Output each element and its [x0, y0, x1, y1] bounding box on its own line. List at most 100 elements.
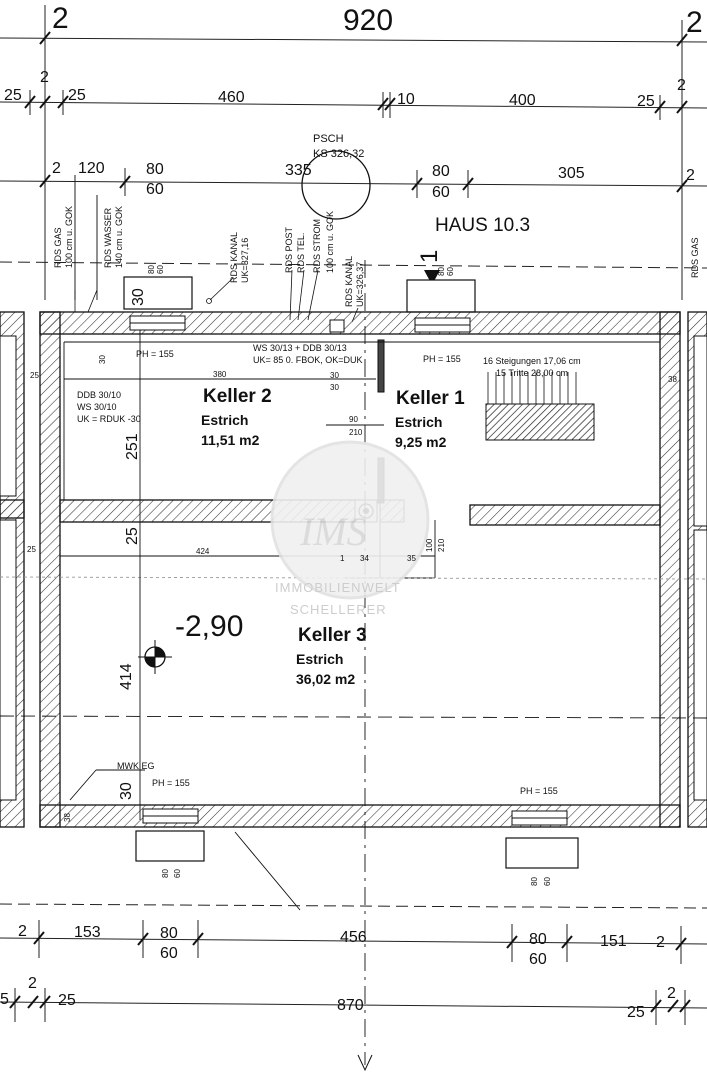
dim-label: 25: [4, 87, 22, 104]
window-well-labels: 30 80 60 80 60: [130, 265, 455, 306]
dim-label: 38: [63, 813, 72, 822]
dim-label: 380: [213, 370, 227, 379]
window-wells-top: [123, 276, 476, 313]
dim-label: 30: [330, 383, 339, 392]
vertical-dims: 251 25 414 30: [118, 330, 141, 820]
service-label: 100 cm u. GOK: [64, 206, 74, 268]
dim-label: 80: [530, 877, 539, 886]
dim-total-width: 920: [343, 4, 393, 37]
stair-steps: [487, 372, 577, 404]
bottom-dimension-ticks: [9, 931, 691, 1013]
note: 15 Tritte 28,00 cm: [496, 368, 568, 378]
note: PH = 155: [423, 354, 461, 364]
dim-label: 2: [28, 975, 37, 992]
room-keller-1: Keller 1 Estrich 9,25 m2: [395, 388, 465, 450]
dim-label: 80: [432, 163, 450, 180]
dim-label: 25: [68, 87, 86, 104]
dim-label: 38: [668, 375, 677, 384]
top-dimension-ticks: [24, 31, 688, 193]
room-keller-2: Keller 2 Estrich 11,51 m2: [201, 386, 272, 448]
note: 16 Steigungen 17,06 cm: [483, 356, 581, 366]
top-dimension-texts: 920 2 2 25 2 25 460 10 400 25 2 2 120 80…: [4, 2, 703, 201]
section-mark-label: 1: [416, 250, 443, 263]
dim-label: 25: [27, 545, 36, 554]
service-label: RDS KANAL: [344, 256, 354, 307]
dim-label: 2: [677, 77, 686, 94]
dim-label: 30: [118, 782, 135, 800]
bottom-dimension-texts: 2 153 80 60 456 80 60 151 2 5 2 25 870 2…: [0, 923, 676, 1021]
house-title: HAUS 10.3: [435, 215, 530, 236]
dim-label: 80: [529, 931, 547, 948]
section-mark: 1: [416, 250, 443, 285]
service-label: RDS POST: [284, 226, 294, 273]
interior-lines: [0, 260, 707, 1065]
dim-label: 90: [349, 415, 358, 424]
service-label: 140 cm u. GOK: [114, 206, 124, 268]
dim-label: 2: [40, 69, 49, 86]
dim-label: 870: [337, 997, 364, 1014]
dim-label: 424: [196, 547, 210, 556]
dim-label: 251: [124, 433, 141, 460]
dim-label: 1: [340, 554, 345, 563]
dim-label: 60: [529, 951, 547, 968]
dim-label: 34: [360, 554, 369, 563]
dim-label: 60: [432, 184, 450, 201]
dim-label: 60: [446, 267, 455, 276]
room-name: Keller 1: [396, 388, 465, 409]
dim-label: 10: [397, 91, 415, 108]
dim-label: 80: [147, 265, 156, 274]
dim-label: 60: [173, 869, 182, 878]
room-keller-3: Keller 3 Estrich 36,02 m2: [296, 625, 367, 687]
section-arrow-bottom: [357, 1054, 373, 1072]
dim-edge-right: 2: [686, 6, 703, 39]
service-label: UK=326,37: [355, 262, 365, 307]
dim-label: 120: [78, 160, 105, 177]
room-area: 9,25 m2: [395, 434, 447, 450]
dim-label: 25: [637, 93, 655, 110]
service-label: RDS GAS: [690, 237, 700, 278]
room-name: Keller 2: [203, 386, 272, 407]
service-label: RDS KANAL: [229, 232, 239, 283]
note: PH = 155: [152, 778, 190, 788]
level-marker: -2,90: [175, 610, 243, 643]
service-label: RDS STROM: [312, 219, 322, 273]
window-sills: [130, 322, 567, 819]
room-floor: Estrich: [395, 414, 442, 430]
watermark: IMS IMMOBILIENWELT SCHELLERER: [270, 440, 430, 617]
dim-label: 210: [437, 538, 446, 552]
dim-edge-left: 2: [52, 2, 69, 35]
dim-label: 5: [0, 991, 9, 1008]
dim-label: 30: [330, 371, 339, 380]
interior-dims: 30 380 30 30 90 210 424 1 34 35 100 210 …: [27, 355, 677, 822]
dim-label: 80: [161, 869, 170, 878]
note: PH = 155: [136, 349, 174, 359]
stairs-block: [485, 403, 595, 441]
dim-label: 2: [52, 160, 61, 177]
note: WS 30/13 + DDB 30/13: [253, 343, 347, 353]
dim-label: 80: [437, 267, 446, 276]
service-label: RDS TEL.: [296, 233, 306, 273]
room-floor: Estrich: [296, 651, 343, 667]
dim-label: 2: [18, 923, 27, 940]
bottom-well-labels: 80 60 80 60: [161, 869, 552, 886]
dim-label: 25: [30, 371, 39, 380]
service-label: UK=327,16: [240, 238, 250, 283]
service-label: RDS GAS: [53, 227, 63, 268]
room-name: Keller 3: [298, 625, 367, 646]
dim-label: 60: [543, 877, 552, 886]
dim-label: 30: [98, 355, 107, 364]
dim-label: 305: [558, 165, 585, 182]
service-label: 100 cm u. GOK: [325, 211, 335, 273]
watermark-line2: SCHELLERER: [290, 602, 387, 617]
plan-notes: PH = 155 PH = 155 WS 30/13 + DDB 30/13 U…: [77, 343, 581, 796]
room-area: 11,51 m2: [201, 432, 260, 448]
dim-label: 153: [74, 924, 101, 941]
dim-label: 151: [600, 933, 627, 950]
dim-label: 35: [407, 554, 416, 563]
psch-shaft: PSCH KS 326,32: [301, 133, 371, 220]
note: PH = 155: [520, 786, 558, 796]
dim-label: 414: [118, 663, 135, 690]
dim-label: 2: [686, 167, 695, 184]
dim-label: 60: [156, 265, 165, 274]
